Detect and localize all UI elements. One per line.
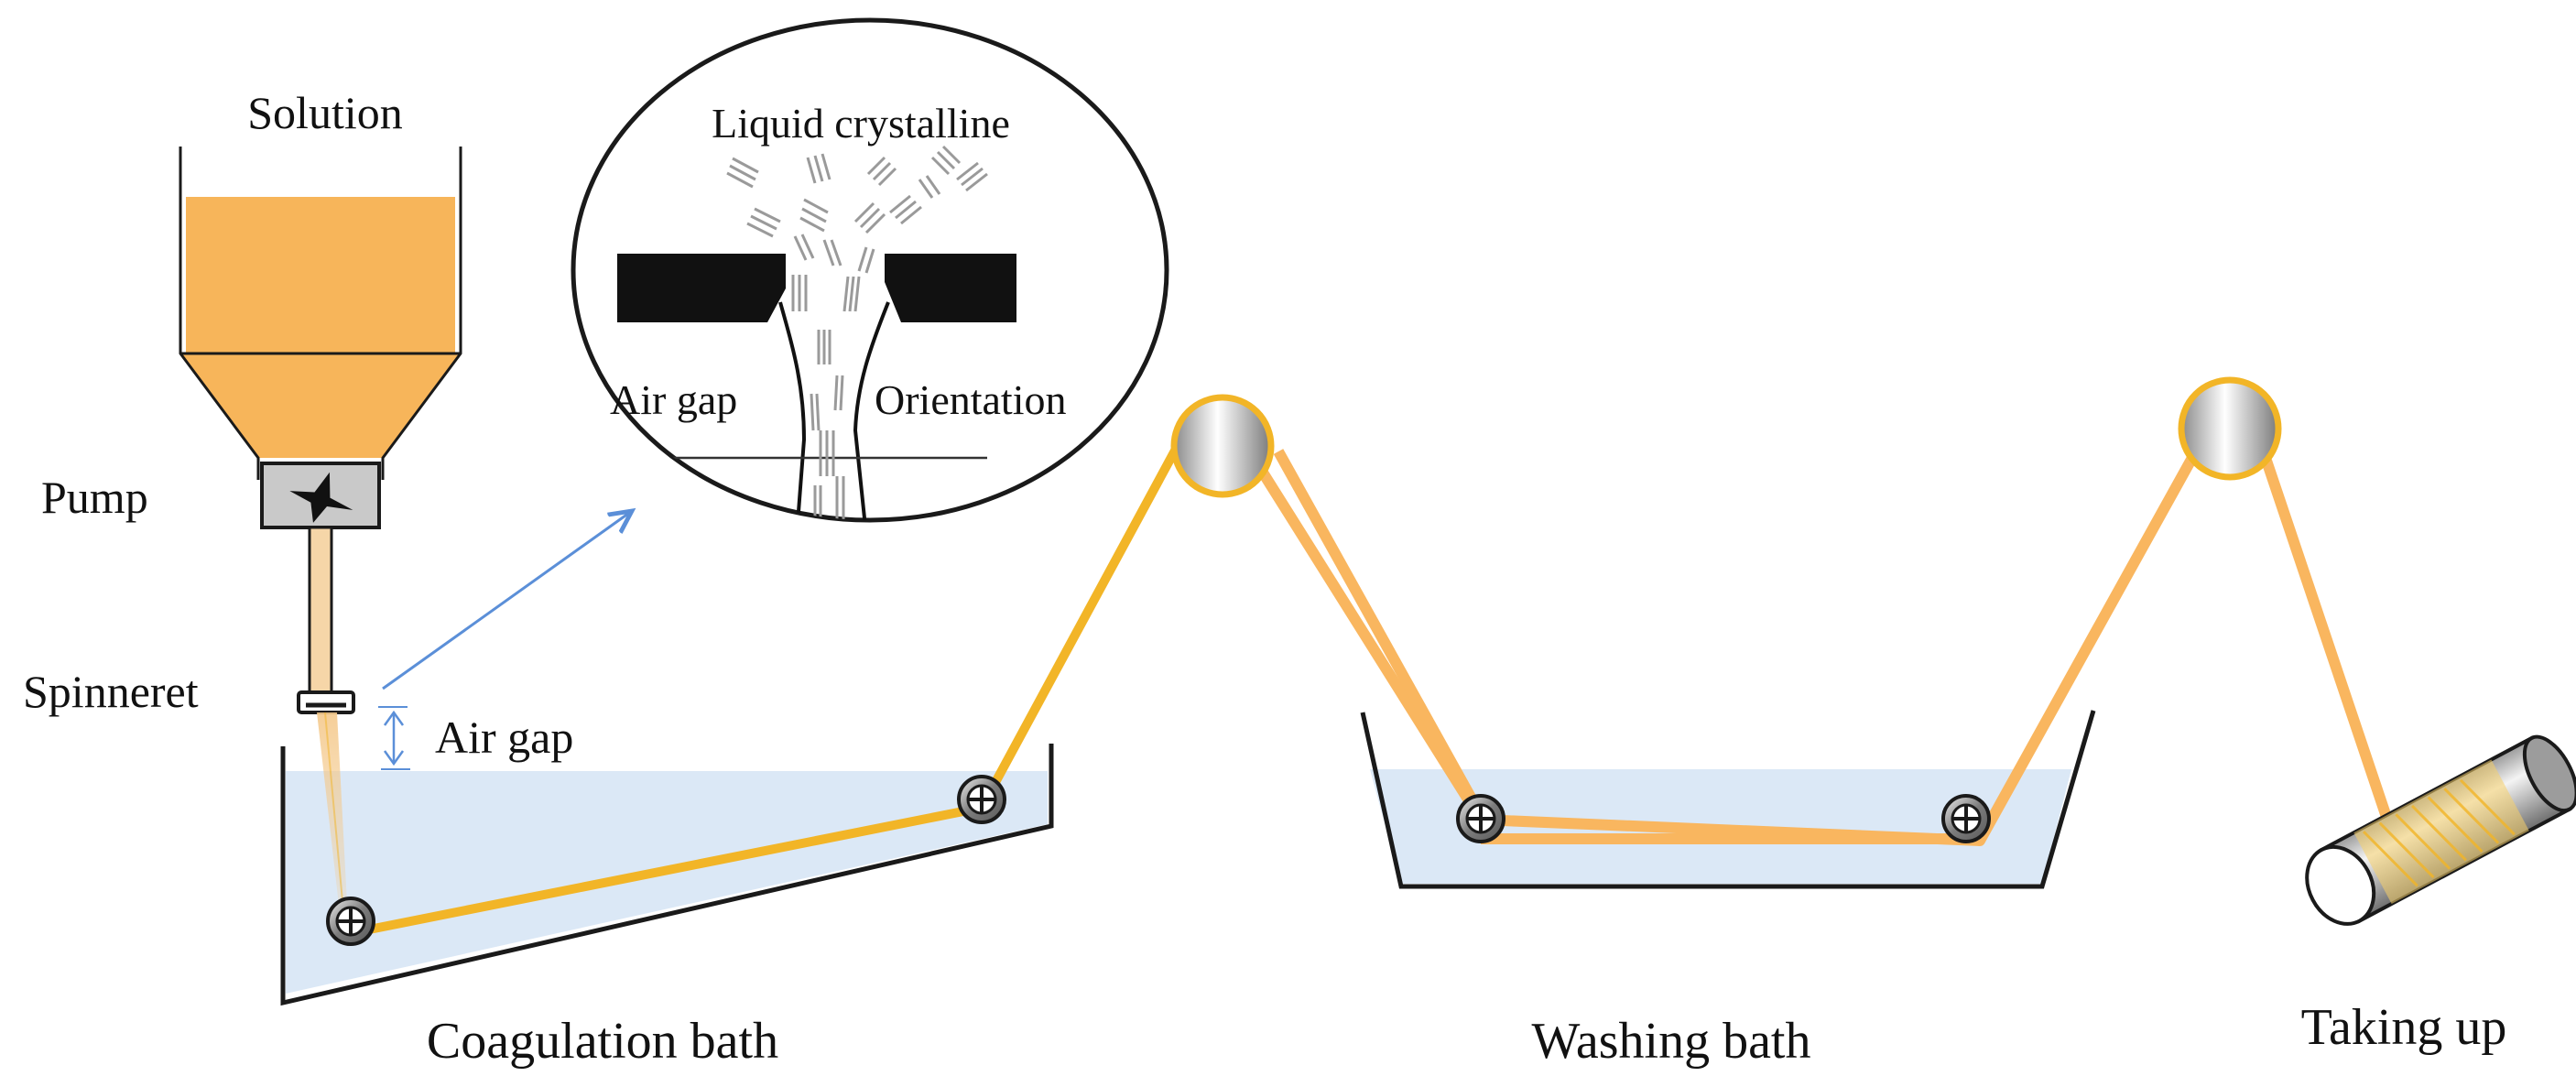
label-taking-up: Taking up <box>2301 999 2507 1056</box>
take-up-bobbin-icon <box>2305 734 2576 926</box>
liquid-crystal-domains <box>726 145 988 520</box>
godet-roller-icon <box>1170 394 1275 498</box>
guide-roller-wash-left <box>1456 794 1505 843</box>
inset-label-liquid-crystalline: Liquid crystalline <box>712 100 1010 147</box>
crosshead-roller-icon <box>326 897 375 946</box>
spinning-jet <box>317 712 348 922</box>
inset-label-orientation: Orientation <box>875 376 1067 423</box>
spinneret-block-left <box>617 254 786 322</box>
label-coagulation-bath: Coagulation bath <box>427 1013 778 1070</box>
guide-roller-coag-bottom <box>326 897 375 946</box>
spinneret-block-right <box>885 254 1016 322</box>
inset-label-air-gap: Air gap <box>610 376 737 423</box>
godet-roller-2 <box>2178 376 2282 481</box>
label-air-gap: Air gap <box>435 712 573 763</box>
godet-roller-icon <box>2178 376 2282 481</box>
spinneret <box>297 690 355 714</box>
take-up-bobbin <box>2305 734 2576 926</box>
zoom-arrow <box>382 511 632 690</box>
guide-roller-wash-right <box>1941 794 1991 843</box>
guide-roller-coag-exit <box>957 775 1006 824</box>
label-spinneret: Spinneret <box>23 666 199 717</box>
feed-tube <box>308 526 333 694</box>
pump-icon <box>289 472 353 523</box>
filament-stream <box>778 301 890 520</box>
inset-zoom <box>571 17 1169 523</box>
coagulation-bath <box>280 744 1054 1006</box>
air-gap-indicator <box>378 706 410 770</box>
solution-tank <box>179 147 462 480</box>
label-solution: Solution <box>247 87 402 138</box>
crosshead-roller-icon <box>1941 794 1991 843</box>
crosshead-roller-icon <box>1456 794 1505 843</box>
crosshead-roller-icon <box>957 775 1006 824</box>
pump <box>260 462 381 529</box>
label-washing-bath: Washing bath <box>1532 1013 1811 1070</box>
label-pump: Pump <box>41 472 148 523</box>
godet-roller-1 <box>1170 394 1275 498</box>
